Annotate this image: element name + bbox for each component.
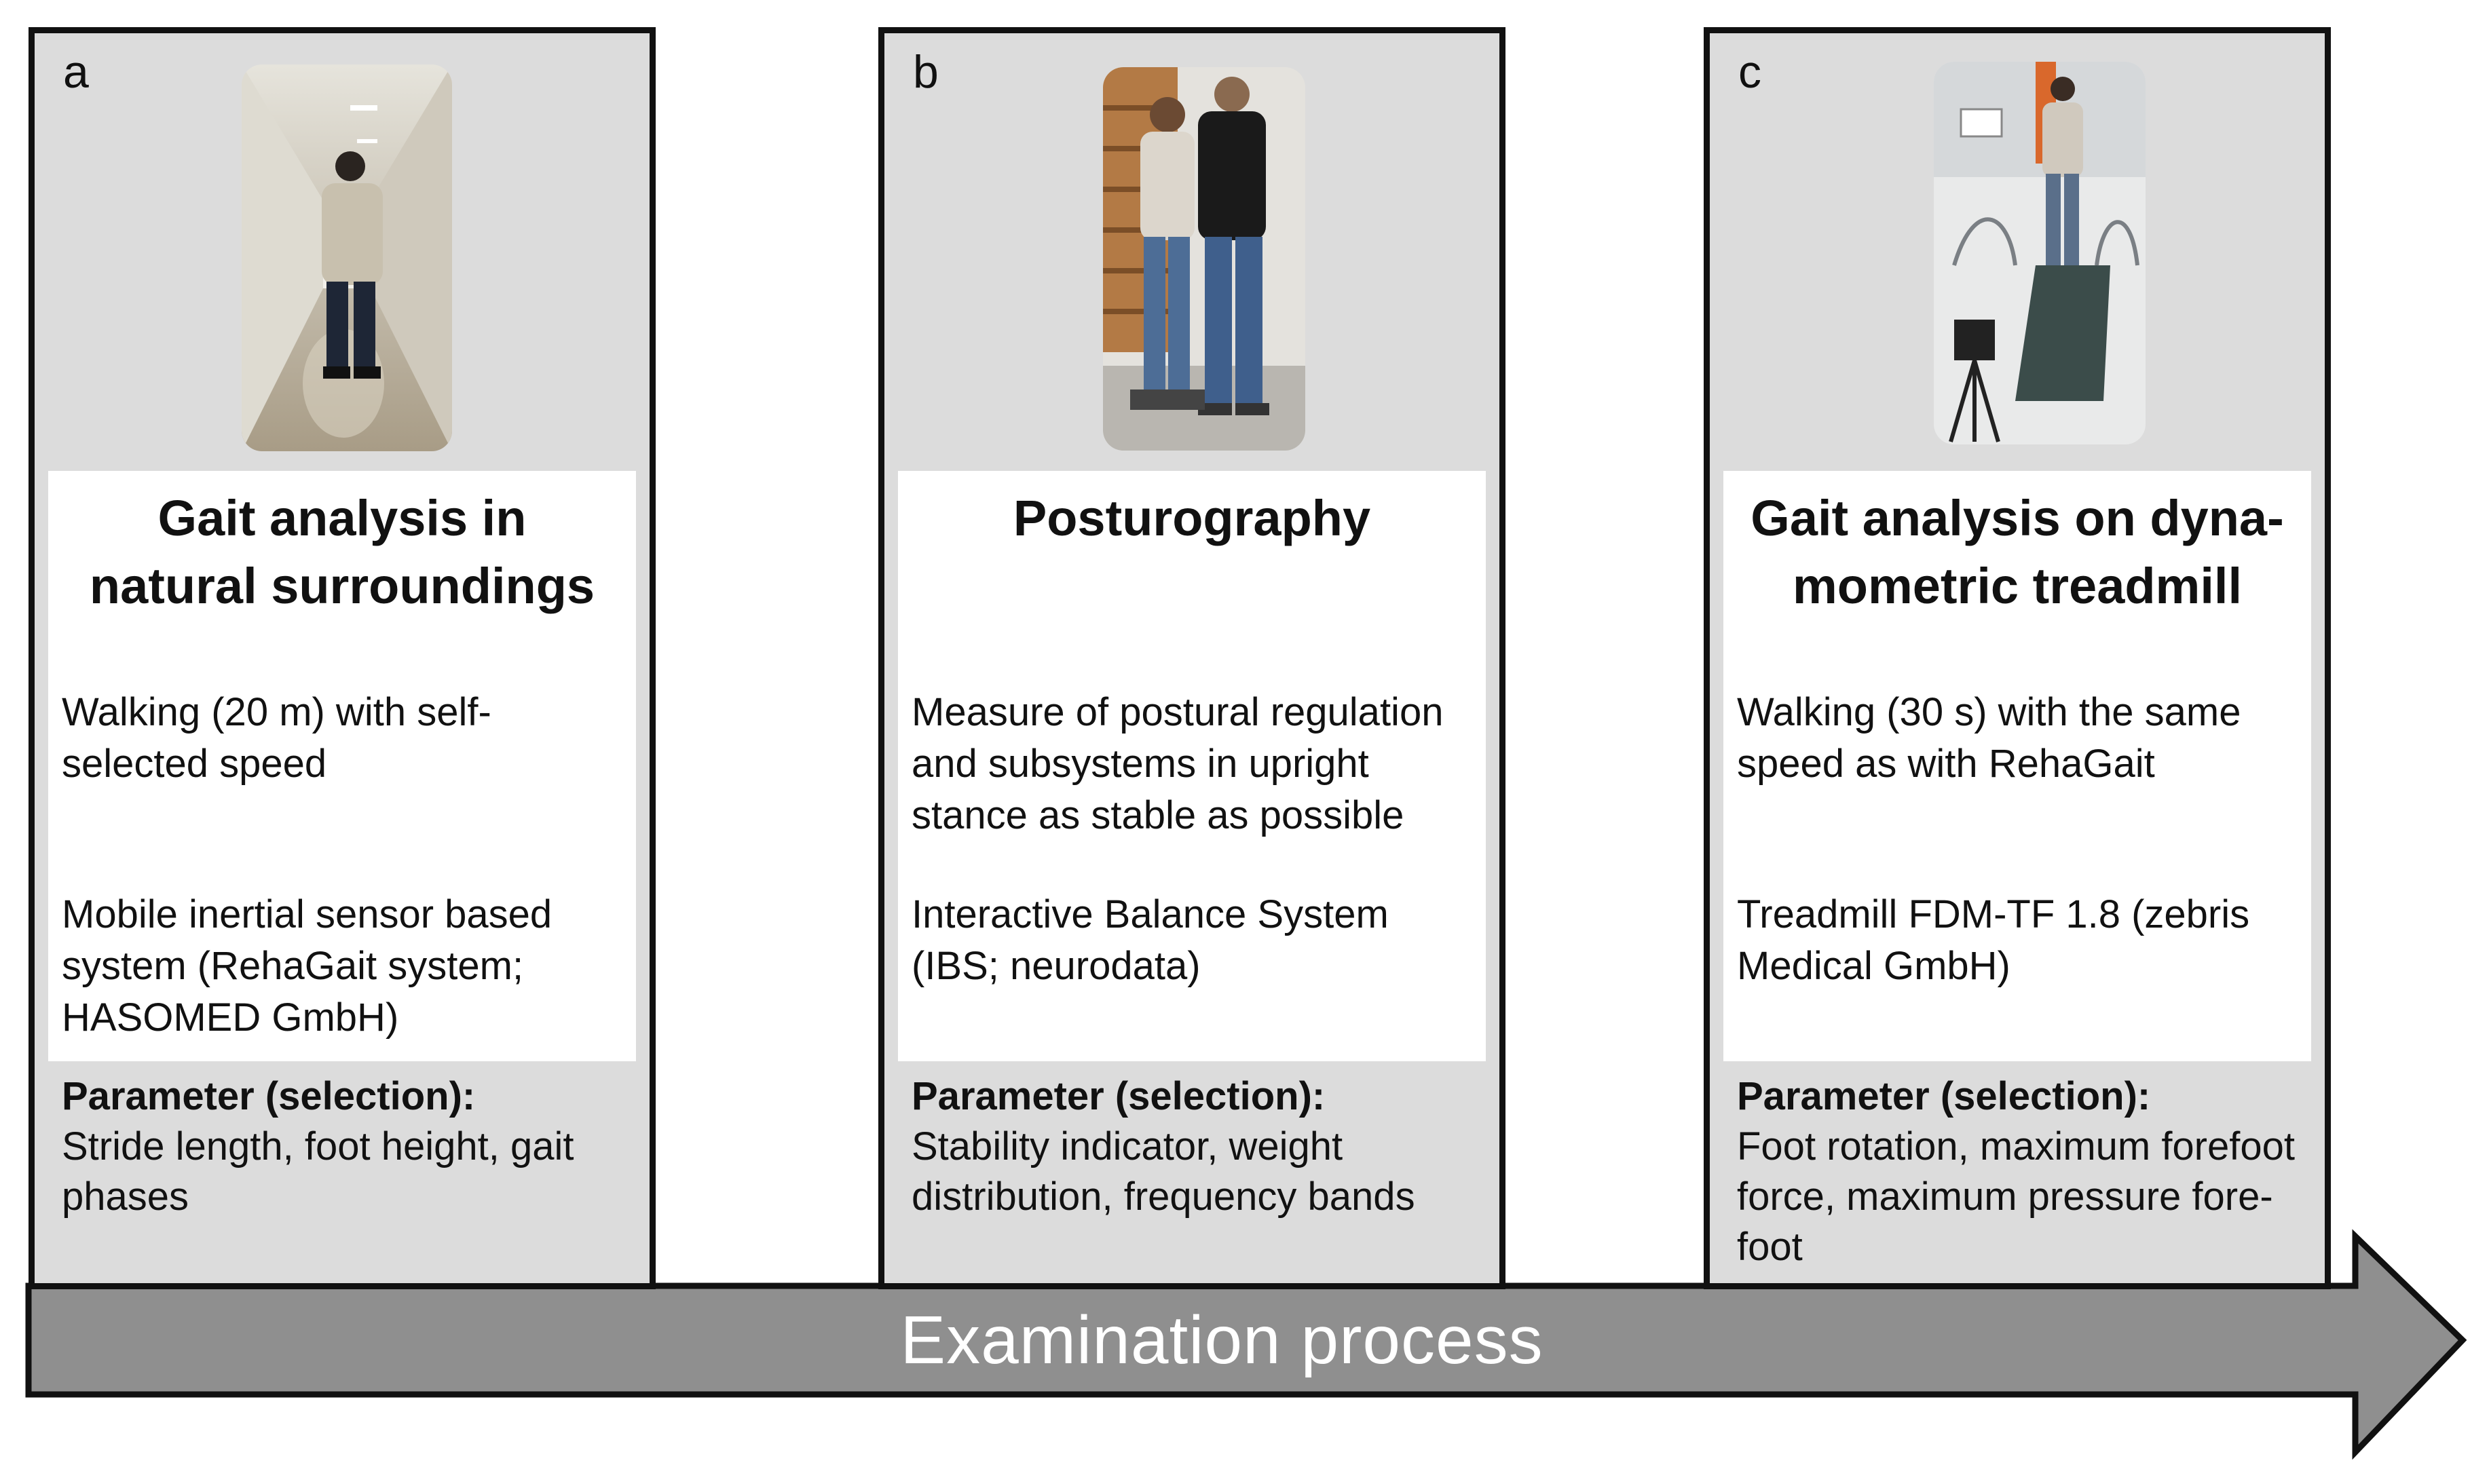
info-box: Posturography Measure of postural regula…: [898, 471, 1486, 1061]
panel-system: Interactive Balance System (IBS; neuroda…: [912, 892, 1389, 988]
photo-treadmill: [1934, 62, 2146, 444]
panel-parameters: Parameter (selection): Stability indicat…: [912, 1071, 1495, 1222]
panel-gait-treadmill: c Gait analysis on dyna-: [1704, 27, 2331, 1289]
parameters-heading: Parameter (selection):: [1737, 1074, 2151, 1118]
info-box: Gait analysis in natural surroundings Wa…: [48, 471, 636, 1061]
panel-parameters: Parameter (selection): Foot rotation, ma…: [1737, 1071, 2321, 1272]
panel-description: Measure of postural regulation and subsy…: [912, 690, 1444, 837]
panel-description: Walking (30 s) with the same speed as wi…: [1737, 690, 2241, 786]
panel-letter: c: [1738, 46, 1761, 98]
panel-gait-natural: a Gait analysis in: [29, 27, 656, 1289]
panel-title: Gait analysis in natural surroundings: [89, 490, 595, 614]
panel-system: Treadmill FDM-TF 1.8 (zebris Medical Gmb…: [1737, 892, 2250, 988]
panel-parameters: Parameter (selection): Stride length, fo…: [62, 1071, 645, 1222]
photo-hallway-walking: [242, 64, 452, 451]
panel-letter: a: [63, 46, 89, 98]
panel-title: Posturography: [1013, 490, 1371, 546]
panel-description: Walking (20 m) with self- selected speed: [62, 690, 491, 786]
panel-posturography: b Po: [878, 27, 1505, 1289]
process-label: Examination process: [900, 1302, 1543, 1378]
panel-system: Mobile inertial sensor based system (Reh…: [62, 892, 553, 1040]
info-box: Gait analysis on dyna- mometric treadmil…: [1723, 471, 2311, 1061]
parameters-heading: Parameter (selection):: [912, 1074, 1326, 1118]
parameters-heading: Parameter (selection):: [62, 1074, 476, 1118]
panel-letter: b: [913, 46, 939, 98]
panel-title: Gait analysis on dyna- mometric treadmil…: [1751, 490, 2284, 614]
photo-posturography: [1103, 67, 1305, 451]
